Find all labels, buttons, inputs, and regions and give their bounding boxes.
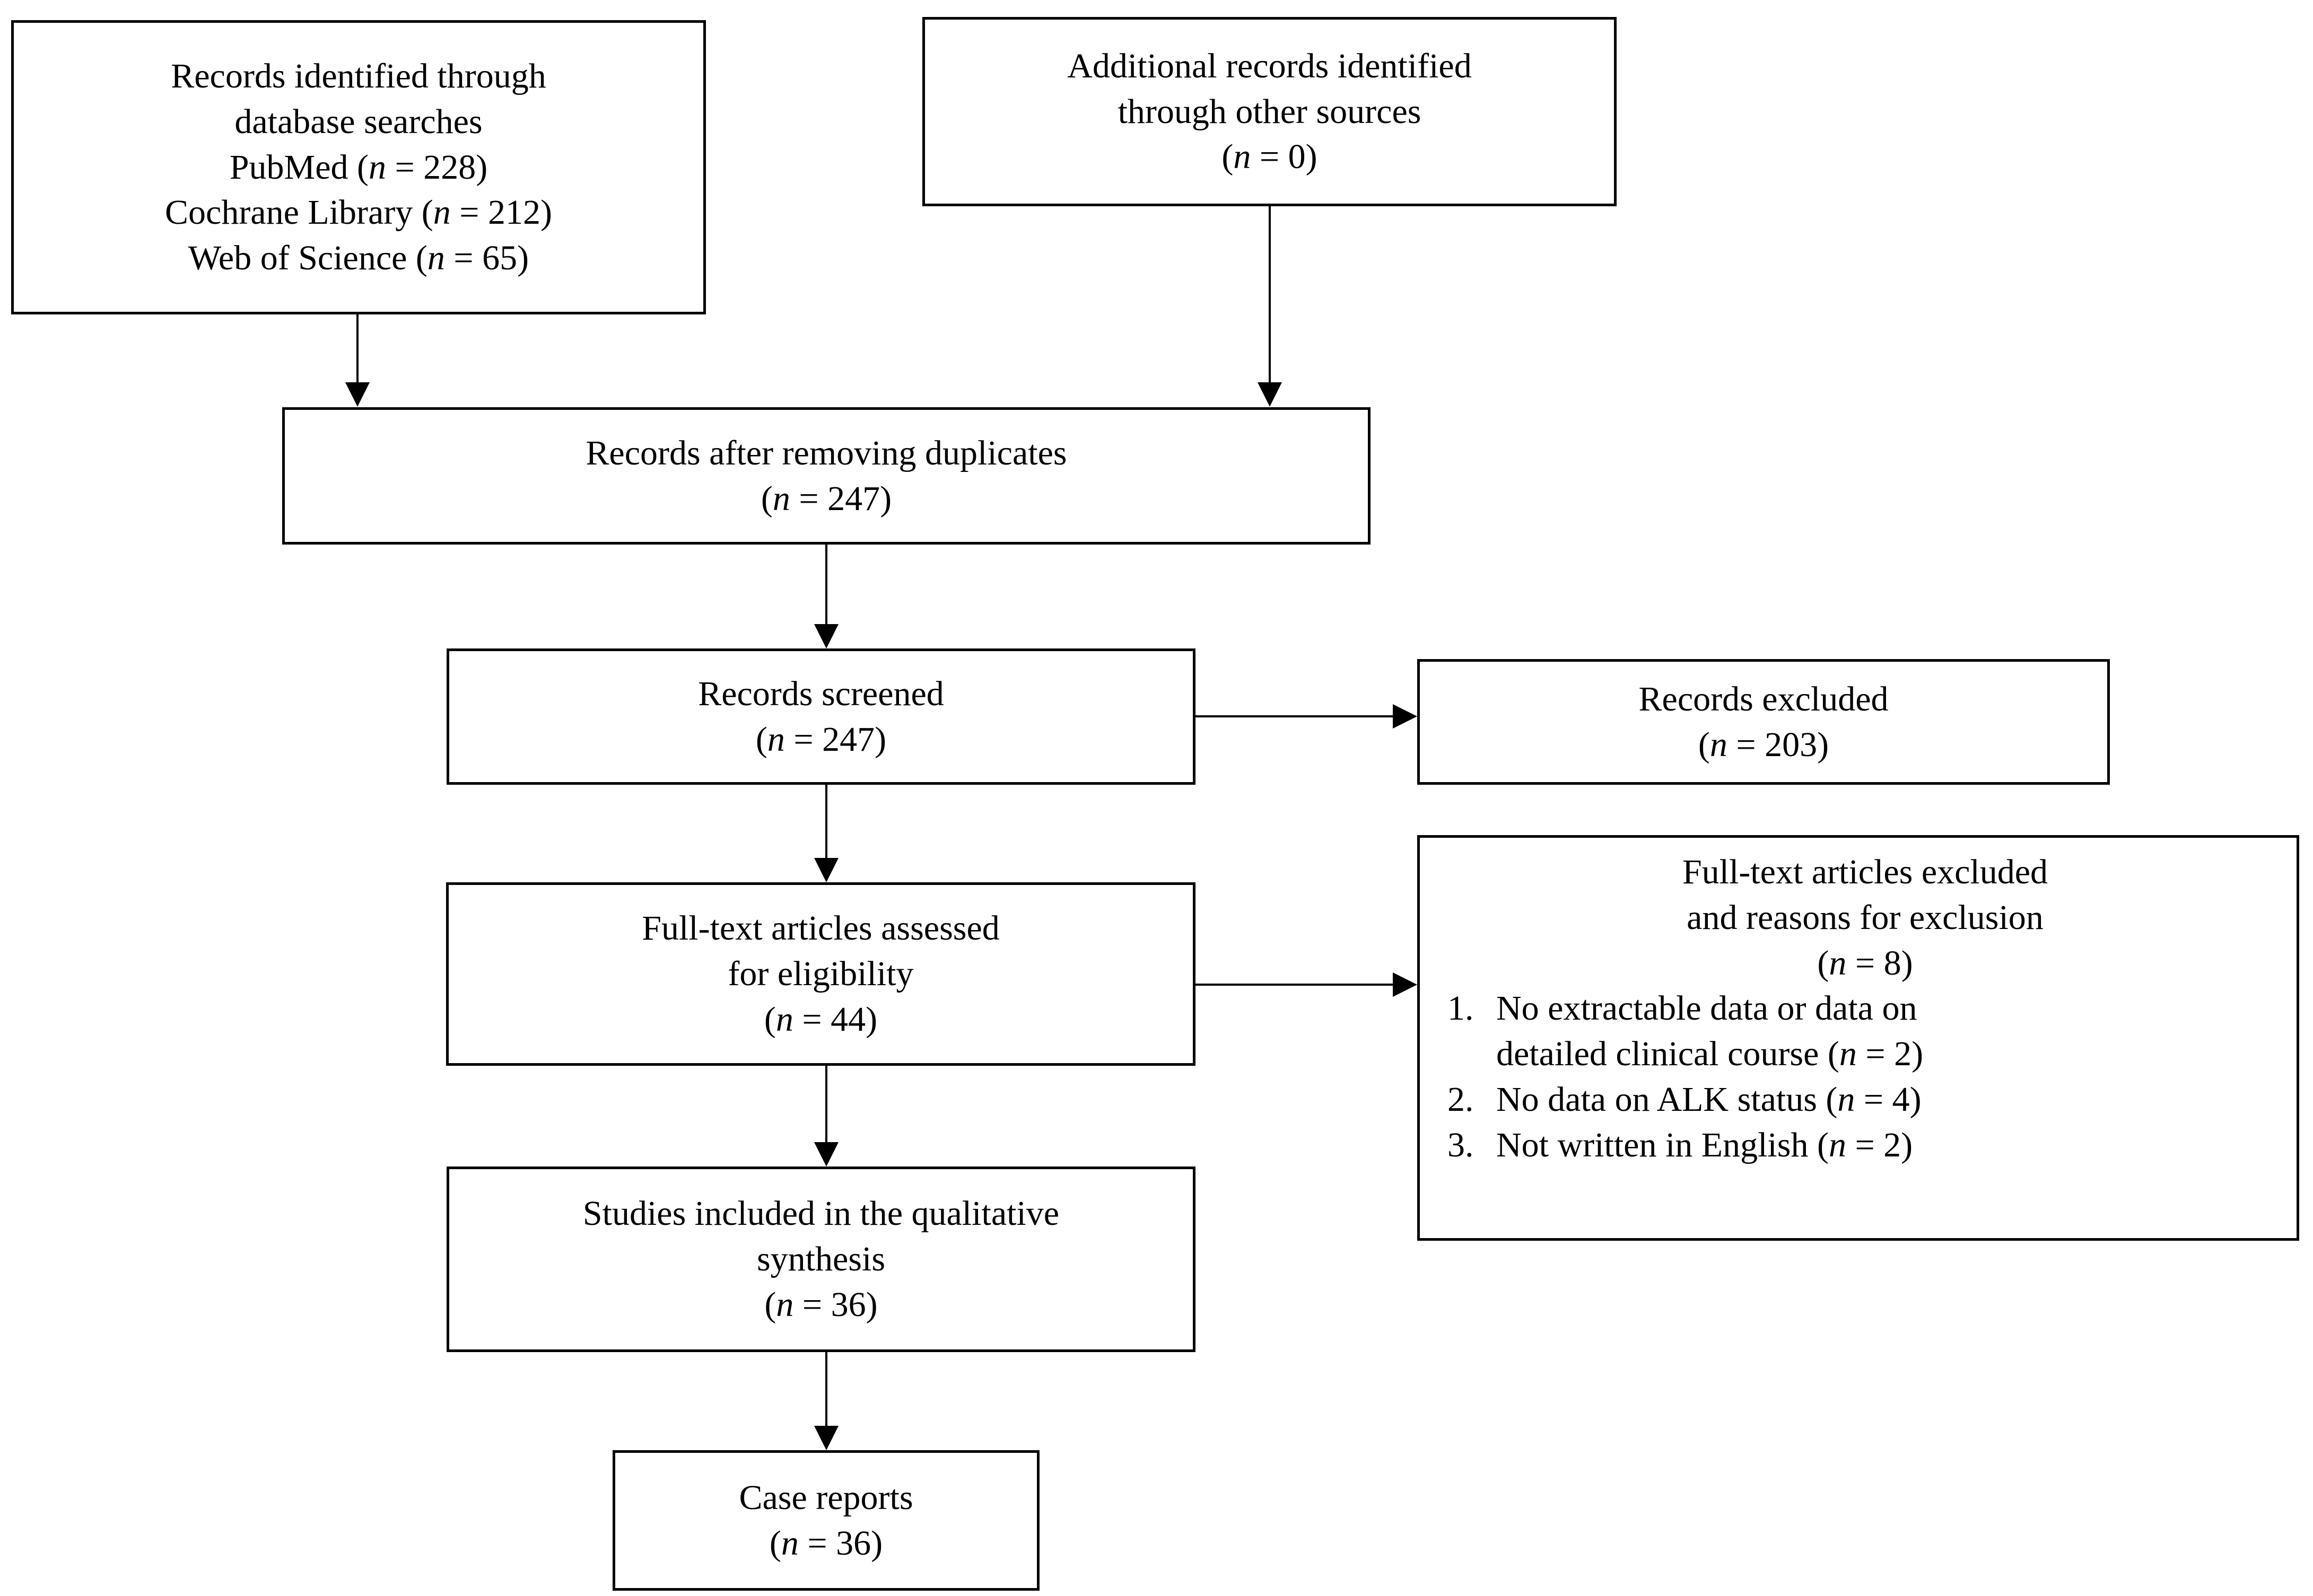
fulltext-assessed-line-2: for eligibility xyxy=(728,954,914,994)
connector-assessed-to-fulltext-excluded xyxy=(1195,984,1393,986)
reason-1-number: 1. xyxy=(1447,989,1474,1028)
node-case-reports: Case reports (n = 36) xyxy=(613,1450,1040,1591)
node-records-screened: Records screened (n = 247) xyxy=(447,648,1195,785)
arrowhead-assessed-to-fulltext-excluded xyxy=(1393,972,1417,997)
connector-screened-to-excluded xyxy=(1195,715,1393,717)
after-duplicates-count: (n = 247) xyxy=(761,479,892,518)
additional-records-line-2: through other sources xyxy=(1118,92,1421,131)
list-item: 3. Not written in English (n = 2) xyxy=(1447,1123,2283,1168)
arrowhead-assessed-to-included xyxy=(814,1142,839,1167)
connector-assessed-to-included xyxy=(825,1066,827,1142)
records-screened-count: (n = 247) xyxy=(755,720,887,759)
studies-included-line-1: Studies included in the qualitative xyxy=(582,1194,1060,1233)
reason-2-number: 2. xyxy=(1447,1080,1474,1119)
records-identified-line-2: database searches xyxy=(234,102,483,141)
reason-3-number: 3. xyxy=(1447,1125,1474,1164)
node-additional-records: Additional records identified through ot… xyxy=(922,17,1617,206)
fulltext-assessed-count: (n = 44) xyxy=(764,999,878,1039)
records-identified-line-1: Records identified through xyxy=(171,57,546,95)
connector-additional-to-duplicates xyxy=(1269,206,1271,382)
fulltext-excluded-line-1: Full-text articles excluded xyxy=(1682,853,2048,891)
node-records-identified: Records identified through database sear… xyxy=(11,20,706,314)
studies-included-count: (n = 36) xyxy=(764,1285,878,1324)
connector-duplicates-to-screened xyxy=(825,545,827,624)
list-item: 2. No data on ALK status (n = 4) xyxy=(1447,1077,2283,1123)
node-after-duplicates: Records after removing duplicates (n = 2… xyxy=(282,407,1371,545)
arrowhead-screened-to-excluded xyxy=(1393,704,1417,729)
fulltext-excluded-count: (n = 8) xyxy=(1817,943,1913,983)
records-identified-cochrane: Cochrane Library (n = 212) xyxy=(165,193,552,232)
connector-identified-to-duplicates xyxy=(356,314,359,382)
node-fulltext-assessed: Full-text articles assessed for eligibil… xyxy=(446,882,1195,1066)
arrowhead-identified-to-duplicates xyxy=(345,382,370,407)
reason-2-text: No data on ALK status (n = 4) xyxy=(1496,1080,1922,1119)
records-excluded-line-1: Records excluded xyxy=(1638,679,1889,718)
arrowhead-screened-to-assessed xyxy=(814,858,839,882)
arrowhead-included-to-case-reports xyxy=(814,1426,839,1450)
connector-screened-to-assessed xyxy=(825,785,827,858)
reason-3-text: Not written in English (n = 2) xyxy=(1496,1125,1913,1164)
records-screened-line-1: Records screened xyxy=(698,674,944,713)
fulltext-excluded-line-2: and reasons for exclusion xyxy=(1687,898,2044,937)
fulltext-assessed-line-1: Full-text articles assessed xyxy=(642,909,1000,948)
case-reports-line-1: Case reports xyxy=(739,1478,913,1517)
case-reports-count: (n = 36) xyxy=(769,1523,883,1563)
records-identified-wos: Web of Science (n = 65) xyxy=(188,239,529,278)
node-studies-included: Studies included in the qualitative synt… xyxy=(447,1167,1195,1352)
node-fulltext-excluded: Full-text articles excluded and reasons … xyxy=(1417,835,2299,1241)
connector-included-to-case-reports xyxy=(825,1352,827,1426)
additional-records-count: (n = 0) xyxy=(1221,137,1317,177)
records-identified-pubmed: PubMed (n = 228) xyxy=(229,147,488,187)
studies-included-line-2: synthesis xyxy=(756,1240,886,1279)
node-records-excluded: Records excluded (n = 203) xyxy=(1417,659,2110,785)
after-duplicates-line-1: Records after removing duplicates xyxy=(586,433,1067,472)
arrowhead-duplicates-to-screened xyxy=(814,624,839,648)
records-excluded-count: (n = 203) xyxy=(1698,725,1829,764)
additional-records-line-1: Additional records identified xyxy=(1067,46,1472,85)
arrowhead-additional-to-duplicates xyxy=(1258,382,1282,407)
